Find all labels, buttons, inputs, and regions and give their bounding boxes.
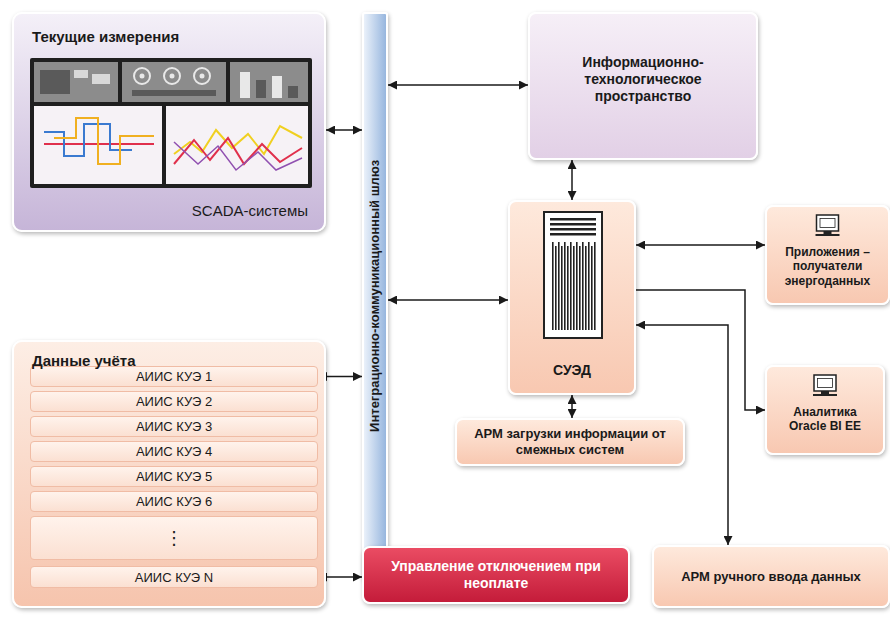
server-slot [550, 233, 596, 236]
server-stripe [585, 246, 587, 330]
connector-arrow [388, 84, 528, 86]
server-slot [550, 223, 596, 226]
server-stripe [573, 246, 575, 330]
scada-panel: Текущие измеренияSCADA-системы [12, 12, 326, 232]
screen-bar [272, 76, 282, 98]
server-stripe [561, 246, 563, 330]
node-text: СУЭД [547, 362, 597, 379]
connector-arrow [571, 395, 573, 418]
screen-panel [230, 62, 308, 102]
system-label: АИИС КУЭ 6 [130, 495, 218, 508]
system-label: ⋮ [159, 529, 189, 547]
node-text: Данные учёта [32, 352, 136, 370]
server-stripe [555, 246, 557, 330]
meter-row: АИИС КУЭ 1 [30, 366, 318, 387]
server-stripe [579, 246, 581, 330]
node-text: Приложения – получатели энергоданных [767, 245, 888, 288]
chart-line [44, 124, 132, 156]
system-label: АИИС КУЭ 4 [130, 445, 218, 458]
meter-row: АИИС КУЭ 5 [30, 466, 318, 487]
meter-row: ⋮ [30, 516, 318, 560]
system-label: АИИС КУЭ 3 [130, 420, 218, 433]
node-text: Управление отключением при неоплате [370, 558, 622, 592]
server-stripe [591, 246, 593, 330]
node-text: АРМ ручного ввода данных [675, 569, 867, 585]
monitor-base [816, 234, 840, 236]
server-stripe [594, 242, 596, 330]
meter-row: АИИС КУЭ 6 [30, 491, 318, 512]
screen-gauge [170, 74, 175, 79]
screen-block [92, 74, 110, 84]
screen-gauge [194, 68, 210, 84]
screen-block [74, 70, 88, 78]
screen-gauge [200, 74, 205, 79]
screen-bar [240, 72, 250, 98]
monitor-stand [821, 391, 829, 394]
app-box: Приложения – получатели энергоданных [765, 205, 890, 305]
screen-gauge [164, 68, 180, 84]
meter-row: АИИС КУЭ 4 [30, 441, 318, 462]
connector-arrow [571, 160, 573, 200]
server-stripe [582, 242, 584, 330]
screen-bar [256, 80, 266, 98]
screen-block [40, 70, 70, 94]
node-text: Текущие измерения [32, 28, 179, 46]
monitor-screen [818, 379, 833, 388]
meter-row: АИИС КУЭ N [30, 566, 318, 588]
monitor-stand [824, 231, 832, 234]
monitor-base [813, 394, 837, 396]
meter-row: АИИС КУЭ 2 [30, 391, 318, 412]
connector-arrow [326, 129, 362, 131]
node-text: Интеграционно-коммуникационный шлюз [367, 160, 383, 432]
chart-line [174, 142, 302, 170]
screen-frame [30, 58, 312, 188]
chart-line [54, 118, 154, 164]
screen-bar [288, 86, 298, 98]
server-stripe [558, 242, 560, 330]
monitor-screen [820, 219, 835, 228]
connector-arrow [388, 299, 508, 301]
metering-panel: Данные учётаАИИС КУЭ 1 АИИС КУЭ 2 АИИС КУЭ… [12, 340, 326, 608]
node-text: Аналитика Oracle BI EE [767, 405, 883, 434]
gateway-band: Интеграционно-коммуникационный шлюз [362, 12, 388, 580]
system-label: АИИС КУЭ 5 [130, 470, 218, 483]
monitor [814, 375, 836, 391]
control-box: Управление отключением при неоплате [362, 546, 630, 604]
node-text: Информационно-технологическое пространст… [552, 54, 734, 104]
server-stripe [588, 242, 590, 330]
node-text: АРМ загрузки информации от смежных систе… [459, 426, 681, 457]
space-box: Информационно-технологическое пространст… [528, 12, 758, 160]
server-slot [550, 228, 596, 231]
screen-gauge [140, 74, 145, 79]
server-slot [550, 218, 596, 221]
chart-panel [166, 106, 308, 184]
monitor [817, 215, 839, 231]
connector-arrow [636, 290, 765, 410]
meter-row: АИИС КУЭ 3 [30, 416, 318, 437]
system-label: АИИС КУЭ N [129, 571, 219, 584]
server-box: СУЭД [508, 200, 636, 395]
node-text: SCADA-системы [192, 202, 308, 220]
server-stripe [567, 246, 569, 330]
server-stripe [552, 242, 554, 330]
manual-arm-box: АРМ ручного ввода данных [652, 545, 890, 608]
system-label: АИИС КУЭ 1 [130, 370, 218, 383]
screen-bar [132, 90, 216, 96]
screen-panel [34, 62, 118, 102]
server-stripe [576, 242, 578, 330]
server-stripe [564, 242, 566, 330]
connector-arrow [636, 244, 765, 246]
load-arm-box: АРМ загрузки информации от смежных систе… [455, 418, 685, 466]
scada-screen [14, 14, 328, 234]
analytics-box: Аналитика Oracle BI EE [765, 365, 885, 455]
server-stripe [570, 242, 572, 330]
chart-panel [34, 106, 162, 184]
system-label: АИИС КУЭ 2 [130, 395, 218, 408]
screen-panel [122, 62, 226, 102]
server-case [544, 212, 602, 338]
screen-gauge [134, 68, 150, 84]
